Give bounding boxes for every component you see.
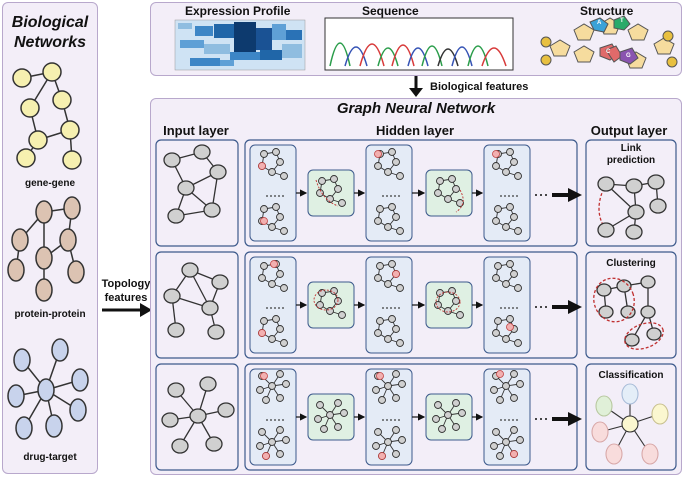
protein-protein-network: [7, 196, 85, 302]
label-protein-protein: protein-protein: [14, 309, 86, 320]
hidden-dots: [266, 195, 518, 421]
biological-networks-title-2: Networks: [13, 34, 87, 51]
topology-features-line2: features: [104, 292, 148, 304]
structure-letter-t: T: [620, 18, 624, 24]
biological-features-label: Biological features: [430, 81, 529, 93]
sequence-title: Sequence: [362, 4, 419, 18]
expression-profile-title: Expression Profile: [185, 4, 291, 18]
output-classification-label: Classification: [598, 370, 664, 381]
hidden-red-highlights: [258, 150, 518, 460]
topology-features-line1: Topology: [101, 278, 151, 290]
output-arrows: [535, 188, 582, 426]
output-clustering-label: Clustering: [606, 258, 656, 269]
gnn-title: Graph Neural Network: [336, 100, 496, 117]
hidden-arrows: [296, 189, 484, 421]
output-link-graph: [597, 174, 667, 240]
output-link-label-1: Link: [620, 143, 642, 154]
output-clustering-graph: [593, 275, 664, 350]
input-layer-title: Input layer: [163, 123, 229, 138]
hidden-dashed-highlights: [313, 179, 464, 313]
label-gene-gene: gene-gene: [24, 178, 76, 189]
structure-letter-g: G: [626, 53, 631, 59]
expression-heatmap: [174, 19, 306, 71]
gene-gene-network: [12, 62, 82, 170]
output-classification-graph: [591, 383, 669, 465]
input-graph-1: [163, 144, 227, 224]
structure-letter-c: C: [606, 49, 611, 55]
sequence-chromatogram: [324, 17, 514, 71]
structure-letter-a: A: [597, 20, 602, 26]
drug-target-network: [7, 338, 89, 440]
structure-drawing: [540, 15, 678, 69]
hidden-cells: [249, 144, 531, 466]
hidden-layer-title: Hidden layer: [375, 123, 455, 138]
structure-title: Structure: [580, 4, 634, 18]
biological-networks-title-1: Biological: [11, 14, 89, 31]
output-layer-title: Output layer: [590, 123, 668, 138]
input-graph-2: [163, 262, 229, 340]
output-link-label-2: prediction: [606, 155, 656, 166]
label-drug-target: drug-target: [23, 452, 77, 463]
input-graph-3: [161, 376, 235, 454]
